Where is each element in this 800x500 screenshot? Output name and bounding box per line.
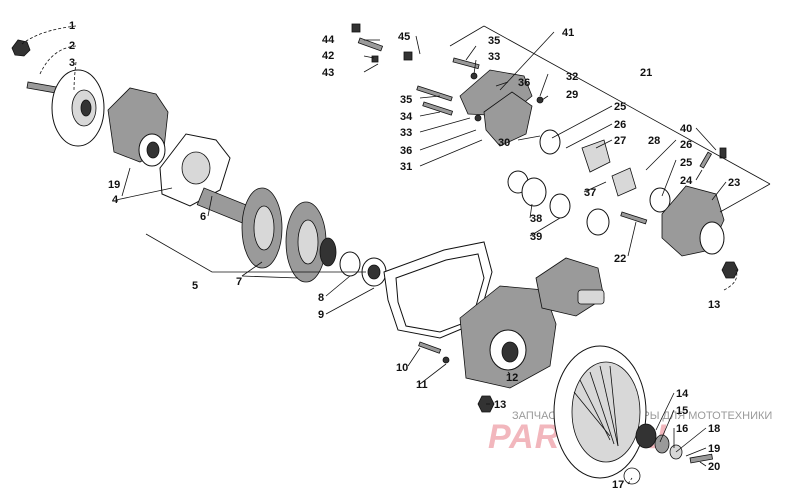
callout-7: 7: [236, 276, 242, 288]
callout-14: 14: [676, 388, 689, 400]
fasteners: [351, 23, 739, 485]
callout-2: 2: [69, 40, 75, 52]
callout-26-upper: 26: [614, 119, 626, 131]
callout-19-left: 19: [108, 179, 120, 191]
callout-33-lower: 33: [400, 127, 412, 139]
callout-24: 24: [680, 175, 693, 187]
callout-35-lower: 35: [400, 94, 412, 106]
callout-23: 23: [728, 177, 740, 189]
reverse-motor-part: [535, 257, 605, 317]
callout-25-lower: 25: [680, 157, 692, 169]
brake-assembly: [459, 69, 725, 257]
callout-labels: 1 2 3 4 5 6 7 8 9 10 11 12 13 13 14 15 1…: [69, 20, 740, 491]
clutch-bolt-part: [689, 453, 713, 464]
callout-8: 8: [318, 292, 324, 304]
callout-13-right: 13: [708, 299, 720, 311]
callout-40: 40: [680, 123, 692, 135]
driven-shaft-assembly: [196, 187, 387, 287]
callout-42: 42: [322, 50, 334, 62]
callout-19-right: 19: [708, 443, 720, 455]
nut-part: [11, 39, 31, 57]
callout-1: 1: [69, 20, 75, 32]
callout-35-upper: 35: [488, 35, 500, 47]
callout-26-lower: 26: [680, 139, 692, 151]
callout-5: 5: [192, 280, 198, 292]
callout-15: 15: [676, 405, 688, 417]
secondary-clutch-assembly: [11, 39, 231, 207]
callout-36-upper: 36: [518, 77, 530, 89]
sprocket-left-part: [241, 187, 283, 269]
group-bracket-5: [145, 233, 366, 273]
callout-37: 37: [584, 187, 596, 199]
callout-6: 6: [200, 211, 206, 223]
sprocket-right-part: [285, 201, 327, 283]
drive-clutch-assembly: [553, 345, 713, 479]
callout-12: 12: [506, 372, 518, 384]
callout-22: 22: [614, 253, 626, 265]
callout-36-lower: 36: [400, 145, 412, 157]
callout-17: 17: [612, 479, 624, 491]
group-bracket-21: [449, 25, 771, 213]
callout-31: 31: [400, 161, 412, 173]
callout-13-lower: 13: [494, 399, 506, 411]
callout-29: 29: [566, 89, 578, 101]
callout-39: 39: [530, 231, 542, 243]
brake-pad-part: [581, 139, 611, 173]
callout-27: 27: [614, 135, 626, 147]
callout-41: 41: [562, 27, 574, 39]
callout-16: 16: [676, 423, 688, 435]
callout-3: 3: [69, 57, 75, 69]
callout-43: 43: [322, 67, 334, 79]
callout-11: 11: [416, 379, 428, 391]
gasket-and-case: [383, 241, 605, 389]
clutch-hub-part: [635, 423, 657, 449]
callout-38: 38: [530, 213, 542, 225]
callout-4: 4: [112, 194, 119, 206]
callout-28: 28: [648, 135, 660, 147]
callout-34: 34: [400, 111, 413, 123]
callout-20: 20: [708, 461, 720, 473]
caliper-part: [483, 91, 533, 147]
callout-30: 30: [498, 137, 510, 149]
callout-25-upper: 25: [614, 101, 626, 113]
leader-lines: [21, 25, 738, 485]
callout-18: 18: [708, 423, 720, 435]
callout-33-upper: 33: [488, 51, 500, 63]
callout-32: 32: [566, 71, 578, 83]
callout-9: 9: [318, 309, 324, 321]
callout-10: 10: [396, 362, 408, 374]
callout-44: 44: [322, 34, 335, 46]
callout-21: 21: [640, 67, 652, 79]
callout-45: 45: [398, 31, 410, 43]
